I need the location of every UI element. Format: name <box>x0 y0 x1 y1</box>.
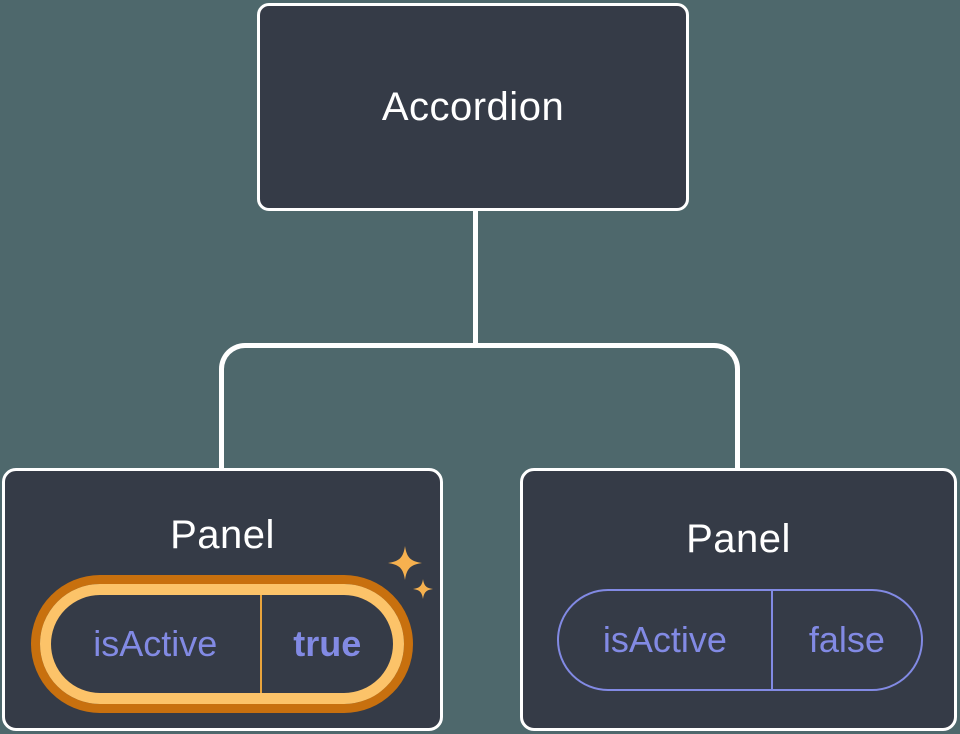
panel-node-inactive: Panel isActive false <box>520 468 957 731</box>
state-value: false <box>770 591 921 689</box>
state-key: isActive <box>93 623 218 664</box>
state-pill-active: isActive true <box>40 584 404 704</box>
state-value: true <box>259 595 393 693</box>
sparkles-icon <box>388 546 433 599</box>
accordion-node-label: Accordion <box>381 84 565 129</box>
tree-connector-branches <box>219 343 740 468</box>
tree-connector-stem <box>473 211 478 347</box>
state-pill-inactive: isActive false <box>557 589 923 691</box>
accordion-node: Accordion <box>257 3 689 211</box>
panel-node-label: Panel <box>686 517 791 561</box>
state-key: isActive <box>602 619 727 660</box>
panel-node-label: Panel <box>170 513 275 557</box>
panel-node-active: Panel isActive true <box>2 468 443 731</box>
